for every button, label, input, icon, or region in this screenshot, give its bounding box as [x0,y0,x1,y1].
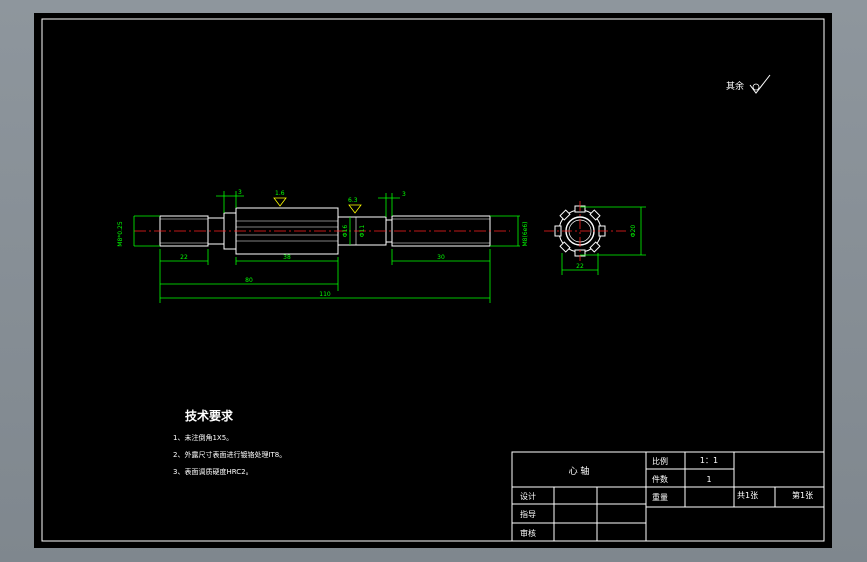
sheet-number: 第1张 [792,490,813,500]
qty-label: 件数 [652,474,668,484]
roughness-mark-mid [348,204,362,214]
main-dimension-texts: M8*0.25 M8(6e6) Φ16 Φ11 22 38 30 80 110 … [117,189,529,298]
tech-requirements: 技术要求 1、未注倒角1X5。 2、外露尺寸表面进行镀铬处理IT8。 3、表面调… [173,408,286,476]
part-name: 心 轴 [569,465,590,477]
dim-d-right: M8(6e6) [522,221,529,246]
tech-requirement-item: 2、外露尺寸表面进行镀铬处理IT8。 [173,450,286,459]
dim-groove-left: 3 [238,189,242,196]
design-label: 设计 [520,491,536,501]
dim-len-total: 110 [319,291,331,298]
dim-outer-dia: Φ20 [630,225,637,238]
dim-d-left: M8*0.25 [117,221,124,247]
title-block [511,451,825,542]
review-label: 审核 [520,528,536,538]
weight-label: 重量 [652,492,668,502]
dim-groove-right: 3 [402,191,406,198]
spline-section-view [544,201,626,261]
title-block-texts: 心 轴 比例 1：1 件数 1 重量 共1张 第1张 设计 指导 审核 [520,456,813,538]
dim-len-spline: 38 [283,254,291,261]
dim-len-left: 22 [180,254,188,261]
total-sheets: 共1张 [737,491,758,500]
dim-len-to-end: 80 [245,277,253,284]
qty-value: 1 [706,475,711,484]
cad-drawing: 其余 [41,18,825,542]
roughness-mark-spline [273,197,287,207]
dim-ra-spline: 1.6 [275,190,285,197]
guide-label: 指导 [520,509,536,519]
surface-finish-label: 其余 [726,80,744,92]
drawing-frame [41,18,825,542]
tech-requirement-item: 1、未注倒角1X5。 [173,433,233,442]
scale-label: 比例 [652,456,668,466]
drawing-canvas: 其余 [34,13,832,548]
shaft-main-view [134,207,510,255]
surface-finish-check-icon [749,74,771,94]
surface-finish-general: 其余 [726,74,771,94]
section-dimensions [561,206,646,275]
dim-d-mid: Φ16 [342,225,349,238]
dim-d-mid2: Φ11 [359,225,366,238]
dim-section-width: 22 [576,263,584,270]
scale-value: 1：1 [700,456,718,465]
section-dimension-texts: Φ20 22 [576,225,637,270]
main-dimensions [133,191,520,303]
dim-ra-mid: 6.3 [348,197,358,204]
roughness-marks [273,197,362,214]
tech-requirements-title: 技术要求 [185,408,234,423]
dim-len-right: 30 [437,254,445,261]
tech-requirement-item: 3、表面调质硬度HRC2。 [173,467,253,476]
